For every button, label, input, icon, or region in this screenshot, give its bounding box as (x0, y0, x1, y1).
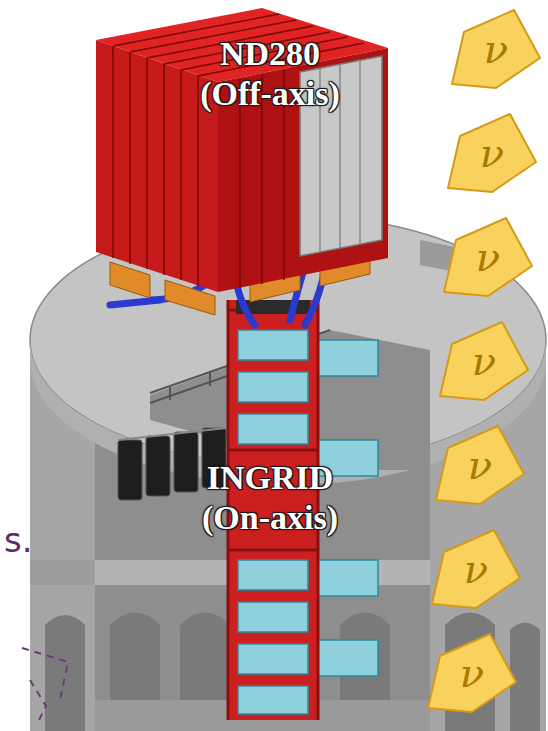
detector-label: INGRID(On-axis) (198, 458, 342, 538)
detector-axis: (Off-axis) (200, 74, 340, 114)
neutrino-symbol: ν (424, 630, 520, 716)
neutrino-arrow: ν (428, 526, 524, 612)
neutrino-arrow: ν (424, 630, 520, 716)
neutrino-arrow: ν (440, 214, 536, 300)
neutrino-symbol: ν (444, 110, 540, 196)
neutrino-symbol: ν (428, 526, 524, 612)
neutrino-symbol: ν (440, 214, 536, 300)
detector-name: INGRID (202, 458, 338, 498)
neutrino-symbol: ν (432, 422, 528, 508)
detector-name: ND280 (200, 34, 340, 74)
neutrino-arrow: ν (444, 110, 540, 196)
neutrino-symbol: ν (436, 318, 532, 404)
neutrino-symbol: ν (448, 6, 544, 92)
neutrino-arrow: ν (436, 318, 532, 404)
neutrino-arrow: ν (448, 6, 544, 92)
partial-caption: s. (4, 520, 33, 560)
neutrino-arrow: ν (432, 422, 528, 508)
detector-label: ND280(Off-axis) (196, 34, 344, 114)
detector-axis: (On-axis) (202, 498, 338, 538)
